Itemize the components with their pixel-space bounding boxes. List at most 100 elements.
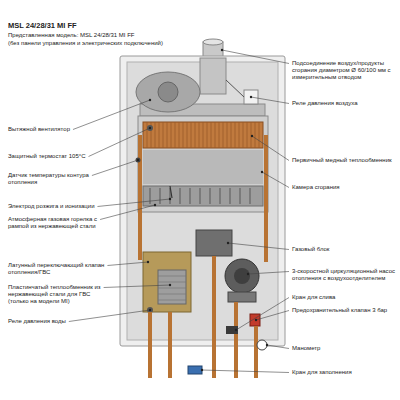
pump <box>225 259 259 293</box>
leader-dot <box>247 273 249 275</box>
part-label-box: 3-скоростной циркуляционный насос отопле… <box>292 268 396 282</box>
part-label-box: Камера сгорания <box>292 184 396 191</box>
air-tube <box>226 80 244 97</box>
fan-motor <box>158 82 178 102</box>
leader-dot <box>250 96 252 98</box>
part-label-box: Кран для слива <box>292 294 396 301</box>
gas-valve <box>196 230 232 256</box>
leader-dot <box>149 127 151 129</box>
copper-pipes <box>140 135 266 262</box>
part-label-box: Датчик температуры контура отопления <box>8 172 112 186</box>
part-label-box: Реле давления воздуха <box>292 100 396 107</box>
leader-line <box>248 272 289 275</box>
part-label: Пластинчатый теплообменник из нержавеюще… <box>8 284 101 304</box>
manometer <box>257 340 267 350</box>
leader-dot <box>201 369 203 371</box>
part-label: Кран для заполнения <box>292 369 352 375</box>
part-label: Защитный термостат 105°C <box>8 153 86 159</box>
leader-line <box>256 311 289 321</box>
leader-dot <box>137 159 139 161</box>
brass-valve-group <box>143 252 191 312</box>
leader-line <box>252 136 289 161</box>
part-label-box: Кран для заполнения <box>292 369 396 376</box>
part-label: Реле давления воздуха <box>292 100 357 106</box>
leader-line <box>228 243 289 250</box>
heat-exchanger <box>143 122 263 148</box>
part-label-box: Пластинчатый теплообменник из нержавеюще… <box>8 284 112 305</box>
flue-connector <box>200 58 226 94</box>
temperature-sensor <box>136 158 141 163</box>
part-label-box: Латунный переключающий клапан отопления/… <box>8 262 112 276</box>
leader-dot <box>261 171 263 173</box>
safety-valve <box>250 314 260 326</box>
leader-line <box>202 370 289 373</box>
part-label: Манометр <box>292 345 320 351</box>
leader-dot <box>147 261 149 263</box>
part-label-box: Электрод розжига и ионизации <box>8 203 112 210</box>
part-label: Газовый блок <box>292 246 329 252</box>
part-label-box: Первичный медный теплообменник <box>292 157 396 164</box>
part-label: Латунный переключающий клапан отопления/… <box>8 262 104 275</box>
part-label: Предохранительный клапан 3 бар <box>292 307 387 313</box>
flue-opening <box>203 39 223 45</box>
diagram-title: MSL 24/28/31 MI FF <box>8 21 77 30</box>
burner <box>143 186 263 206</box>
heat-exchanger-fins <box>147 122 259 148</box>
air-pressure-switch <box>244 90 258 104</box>
part-label: 3-скоростной циркуляционный насос отопле… <box>292 268 395 281</box>
leader-line <box>262 172 289 188</box>
leader-line <box>92 160 138 176</box>
subtitle: (без панели управления и электрических п… <box>8 40 163 46</box>
leader-line <box>100 205 155 220</box>
leader-dot <box>149 309 151 311</box>
boiler-casing <box>120 56 285 346</box>
diagram-title-box: MSL 24/28/31 MI FF <box>8 22 77 31</box>
plate-heat-exchanger <box>158 270 186 304</box>
part-label: Реле давления воды <box>8 318 66 324</box>
safety-thermostat <box>147 125 153 131</box>
leader-dot <box>154 204 156 206</box>
bottom-pipes <box>150 256 256 378</box>
part-label: Камера сгорания <box>292 184 340 190</box>
part-label-box: Реле давления воды <box>8 318 112 325</box>
leader-dot <box>255 319 257 321</box>
pump-motor <box>234 268 250 284</box>
subtitle-box: (без панели управления и электрических п… <box>8 40 208 47</box>
leader-line <box>107 262 148 266</box>
plate-lines <box>158 276 186 300</box>
leader-dot <box>221 49 223 51</box>
leader-line <box>104 285 170 288</box>
pump-body <box>228 292 256 302</box>
leader-dot <box>149 99 151 101</box>
part-label-box: Вытяжной вентилятор <box>8 126 112 133</box>
part-label: Электрод розжига и ионизации <box>8 203 94 209</box>
leader-line <box>69 310 150 322</box>
part-label-box: Подсоединение воздух/продукты сгорания д… <box>292 60 396 81</box>
part-label-box: Газовый блок <box>292 246 396 253</box>
leader-line <box>89 128 150 157</box>
leader-dot <box>266 344 268 346</box>
leader-dot <box>169 284 171 286</box>
leader-dot <box>169 198 171 200</box>
leader-line <box>236 298 289 331</box>
fill-tap <box>188 366 202 374</box>
subtitle-box: Представленная модель: MSL 24/28/31 MI F… <box>8 32 208 39</box>
leader-dot <box>251 135 253 137</box>
burner-ramps <box>150 188 250 204</box>
part-label: Первичный медный теплообменник <box>292 157 392 163</box>
fan-housing <box>136 72 200 112</box>
part-label: Кран для слива <box>292 294 335 300</box>
part-label-box: Манометр <box>292 345 396 352</box>
leader-line <box>73 100 150 130</box>
flame-space <box>143 150 263 184</box>
ignition-electrode <box>170 186 172 198</box>
leader-dot <box>235 329 237 331</box>
leader-dot <box>227 242 229 244</box>
combustion-chamber <box>138 116 268 212</box>
leader-line <box>97 199 170 207</box>
leader-line <box>267 345 289 349</box>
part-label-box: Предохранительный клапан 3 бар <box>292 307 396 314</box>
drain-tap <box>226 326 238 334</box>
leader-line <box>251 97 289 104</box>
